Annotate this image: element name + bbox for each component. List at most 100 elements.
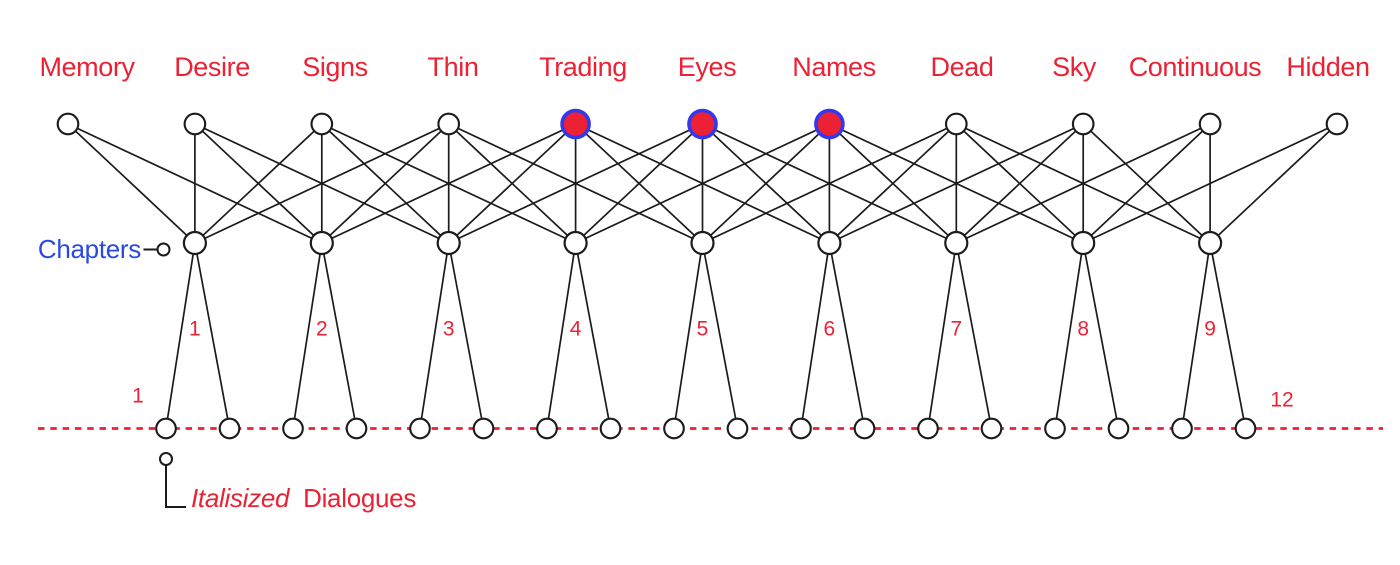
chapter-node <box>182 230 207 256</box>
edge-chapter-dialogue <box>546 242 577 429</box>
edge-chapter-dialogue <box>574 242 612 429</box>
theme-label: Thin <box>428 52 479 82</box>
theme-node-filled <box>560 108 591 140</box>
theme-node <box>1325 112 1349 136</box>
dialogue-node <box>472 417 495 440</box>
edge-theme-chapter <box>955 123 1211 244</box>
theme-node <box>1198 112 1222 136</box>
edge-chapter-dialogue <box>955 242 993 429</box>
theme-node <box>1071 112 1095 136</box>
edge-chapter-dialogue <box>419 242 450 429</box>
theme-label: Signs <box>302 52 368 82</box>
edge-theme-chapter <box>575 123 704 244</box>
edge-chapter-dialogue <box>927 242 958 429</box>
edge-theme-chapter <box>448 123 703 244</box>
edge-chapter-dialogue <box>194 242 231 429</box>
chapter-number: 4 <box>570 318 582 341</box>
edge-chapter-dialogue <box>1082 242 1120 429</box>
theme-node-filled <box>814 108 845 140</box>
dialogues-legend-node-icon <box>159 452 173 466</box>
dialogues-legend-regular-word: Dialogues <box>303 483 416 513</box>
edge-theme-chapter <box>575 123 830 244</box>
chapter-node <box>1071 230 1096 256</box>
baseline-start-number: 1 <box>132 385 144 408</box>
dialogues-legend-label: Italisized Dialogues <box>191 483 416 513</box>
chapter-number: 5 <box>697 318 709 341</box>
dialogue-node <box>1044 417 1066 440</box>
edge-theme-chapter <box>829 123 1084 244</box>
chapter-number: 7 <box>950 318 962 341</box>
dialogue-node <box>790 417 812 440</box>
edge-chapter-dialogue <box>1209 242 1247 429</box>
edge-chapter-dialogue <box>828 242 866 429</box>
chapter-node <box>1197 230 1223 256</box>
chapter-node <box>944 230 969 256</box>
edge-theme-chapter <box>702 123 957 244</box>
edge-theme-chapter <box>701 123 830 244</box>
dialogue-node <box>663 417 685 440</box>
edge-chapter-dialogue <box>447 242 485 429</box>
theme-label: Memory <box>39 52 135 82</box>
dialogues-legend: Italisized Dialogues <box>159 452 417 513</box>
dialogue-node <box>345 417 368 440</box>
theme-label: Eyes <box>678 52 736 82</box>
chapter-node <box>563 230 588 256</box>
edge-chapter-dialogue <box>292 242 323 429</box>
dialogues-legend-italic-word: Italisized <box>191 483 291 513</box>
edge-theme-chapter <box>321 123 576 244</box>
edge-theme-chapter <box>321 123 450 244</box>
dialogue-node <box>155 417 177 440</box>
edge-theme-chapter <box>1082 123 1338 244</box>
dialogue-node <box>726 417 749 440</box>
edge-chapter-dialogue <box>165 242 196 429</box>
edge-theme-chapter <box>448 123 577 244</box>
dialogue-node <box>1234 417 1257 440</box>
chapters-legend-node-icon <box>156 242 171 257</box>
chapter-number: 8 <box>1077 318 1089 341</box>
edge-theme-chapter <box>194 123 323 244</box>
theme-node <box>944 112 968 136</box>
edge-theme-chapter <box>67 123 196 244</box>
dialogue-node <box>536 417 558 440</box>
theme-node <box>310 112 334 136</box>
chapter-node <box>817 230 842 256</box>
theme-label: Dead <box>931 52 994 82</box>
dialogues-legend-connector <box>165 465 186 508</box>
theme-node <box>56 112 80 136</box>
chapter-node <box>436 230 461 256</box>
chapter-node <box>309 230 334 256</box>
edge-theme-chapter <box>1209 123 1338 244</box>
edge-lines <box>67 123 1338 429</box>
theme-label: Continuous <box>1129 52 1262 82</box>
chapter-number: 6 <box>824 318 836 341</box>
edge-theme-chapter <box>194 123 450 244</box>
edge-chapter-dialogue <box>320 242 358 429</box>
dialogue-node <box>853 417 876 440</box>
theme-node <box>437 112 461 136</box>
dialogue-node <box>917 417 939 440</box>
dialogue-node <box>409 417 431 440</box>
theme-label: Sky <box>1052 52 1097 82</box>
theme-node <box>183 112 207 136</box>
dialogue-node <box>1107 417 1130 440</box>
dialogue-node <box>980 417 1003 440</box>
edge-chapter-dialogue <box>673 242 704 429</box>
theme-node-filled <box>687 108 718 140</box>
edge-chapter-dialogue <box>701 242 739 429</box>
edge-theme-chapter <box>1082 123 1211 244</box>
edge-chapter-dialogue <box>1181 242 1211 429</box>
edge-chapter-dialogue <box>800 242 831 429</box>
chapter-node <box>690 230 715 256</box>
chapter-number: 3 <box>443 318 455 341</box>
chapter-number: 9 <box>1204 318 1216 341</box>
node-circles <box>56 108 1349 440</box>
dialogue-node <box>1171 417 1193 440</box>
chapter-number: 2 <box>316 318 328 341</box>
dialogue-node <box>218 417 241 440</box>
chapters-legend: Chapters <box>38 234 171 264</box>
edge-theme-chapter <box>955 123 1084 244</box>
theme-label: Hidden <box>1286 52 1369 82</box>
dialogue-node <box>599 417 622 440</box>
